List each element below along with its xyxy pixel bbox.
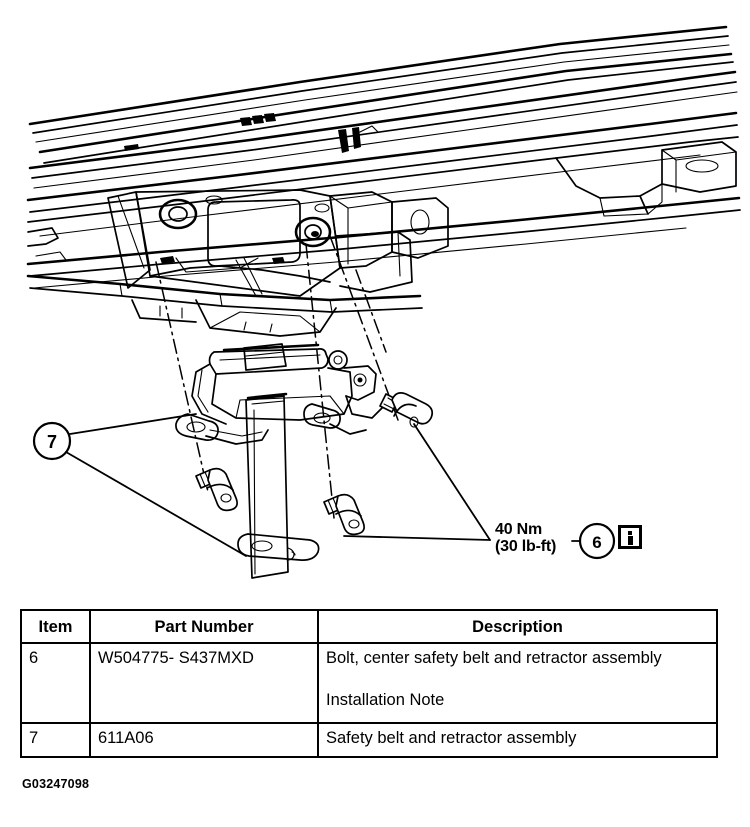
table-row: 7 611A06 Safety belt and retractor assem…	[20, 722, 718, 758]
table-row: 6 W504775- S437MXD Bolt, center safety b…	[20, 642, 718, 724]
torque-specification-label: 40 Nm (30 lb-ft)	[495, 521, 556, 555]
figure-id-label: G03247098	[22, 777, 90, 791]
svg-text:6: 6	[592, 533, 601, 552]
info-icon-dot	[628, 531, 632, 535]
cell-description: Safety belt and retractor assembly	[317, 722, 718, 758]
cell-item: 6	[20, 642, 91, 724]
column-header-item: Item	[20, 609, 91, 644]
bolt-right	[379, 392, 434, 428]
table-header-row: Item Part Number Description	[20, 609, 718, 644]
installation-note: Installation Note	[326, 691, 445, 709]
safety-belt-retractor-assembly	[175, 343, 385, 579]
cell-part-number: W504775- S437MXD	[89, 642, 319, 724]
cell-item: 7	[20, 722, 91, 758]
info-icon-stem	[627, 536, 633, 545]
roof-rail-structure	[26, 25, 741, 289]
assembly-alignment-axes	[155, 235, 399, 519]
mounting-bolts	[195, 392, 434, 536]
callout-6-leader-group: 6	[343, 423, 616, 560]
center-pillar-mounting-panel	[26, 189, 449, 337]
torque-metric: 40 Nm	[495, 521, 543, 538]
torque-imperial: (30 lb-ft)	[495, 538, 557, 555]
technical-illustration: .ln { fill:none; stroke:#000; stroke-wid…	[26, 25, 741, 579]
description-text: Safety belt and retractor assembly	[326, 729, 577, 747]
column-header-part-number: Part Number	[89, 609, 319, 644]
svg-text:7: 7	[47, 432, 57, 452]
bolt-center	[323, 493, 365, 536]
bolt-left	[195, 467, 238, 512]
callout-7-group: 7	[32, 413, 247, 557]
parts-table: Item Part Number Description 6 W504775- …	[20, 609, 718, 758]
cell-description: Bolt, center safety belt and retractor a…	[317, 642, 718, 724]
column-header-description: Description	[317, 609, 718, 644]
description-text: Bolt, center safety belt and retractor a…	[326, 649, 662, 667]
cell-part-number: 611A06	[89, 722, 319, 758]
information-icon	[618, 525, 642, 549]
